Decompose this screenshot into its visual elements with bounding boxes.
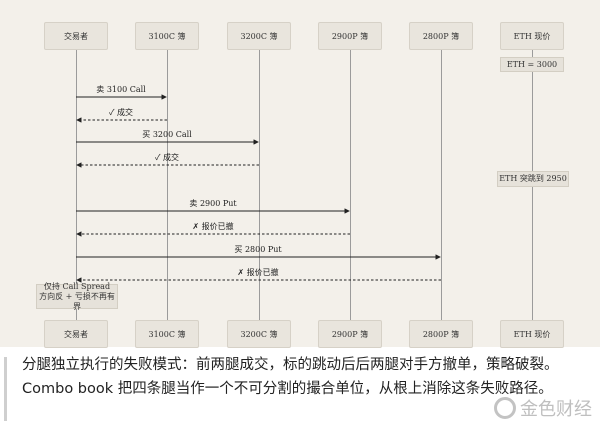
message-arrows — [76, 94, 441, 283]
lifeline-footer-3100c: 3100C 簿 — [135, 320, 199, 348]
note-trader-result: 仅持 Call Spread 方向反 + 亏损不再有界 — [36, 281, 118, 311]
note-eth-jump: ETH 突跳到 2950 — [497, 171, 569, 187]
lifeline-header-eth: ETH 现价 — [500, 22, 564, 50]
note-trader-result-line1: 仅持 Call Spread — [43, 281, 111, 291]
caption-line-1: 分腿独立执行的失败模式：前两腿成交，标的跳动后后两腿对手方撤单，策略破裂。 — [22, 357, 559, 373]
lifeline-header-2900p: 2900P 簿 — [318, 22, 382, 50]
lifeline-footer-2900p: 2900P 簿 — [318, 320, 382, 348]
lifeline-2900p-line — [350, 50, 351, 320]
note-eth-start: ETH = 3000 — [500, 57, 564, 72]
message-label-cancel-2800: ✗ 报价已撤 — [237, 268, 279, 277]
message-label-sell-2900-put: 卖 2900 Put — [189, 199, 237, 208]
watermark: 金色财经 — [494, 395, 592, 421]
lifeline-header-2800p: 2800P 簿 — [409, 22, 473, 50]
watermark-text: 金色财经 — [520, 399, 592, 420]
watermark-logo-icon — [494, 397, 516, 419]
message-label-sell-3100-call: 卖 3100 Call — [96, 85, 146, 94]
message-label-buy-2800-put: 买 2800 Put — [234, 245, 282, 254]
message-label-fill-3200: ✓ 成交 — [154, 153, 180, 162]
sequence-diagram: 交易者 3100C 簿 3200C 簿 2900P 簿 2800P 簿 ETH … — [0, 0, 600, 348]
lifeline-2800p-line — [441, 50, 442, 320]
figure-caption: 分腿独立执行的失败模式：前两腿成交，标的跳动后后两腿对手方撤单，策略破裂。 Co… — [4, 353, 594, 421]
message-label-cancel-2900: ✗ 报价已撤 — [192, 222, 234, 231]
lifeline-header-3200c: 3200C 簿 — [227, 22, 291, 50]
lifeline-trader-line — [76, 50, 77, 320]
lifeline-footer-2800p: 2800P 簿 — [409, 320, 473, 348]
lifeline-footer-3200c: 3200C 簿 — [227, 320, 291, 348]
note-trader-result-line2: 方向反 + 亏损不再有界 — [39, 291, 115, 311]
lifeline-header-3100c: 3100C 簿 — [135, 22, 199, 50]
caption-line-2: Combo book 把四条腿当作一个不可分割的撮合单位，从根上消除这条失败路径… — [22, 381, 553, 397]
caption-quote-bar — [4, 357, 7, 421]
lifeline-footer-eth: ETH 现价 — [500, 320, 564, 348]
message-label-fill-3100: ✓ 成交 — [108, 108, 134, 117]
lifeline-header-trader: 交易者 — [44, 22, 108, 50]
lifeline-3200c-line — [259, 50, 260, 320]
message-label-buy-3200-call: 买 3200 Call — [142, 130, 192, 139]
lifeline-footer-trader: 交易者 — [44, 320, 108, 348]
lifeline-3100c-line — [167, 50, 168, 320]
